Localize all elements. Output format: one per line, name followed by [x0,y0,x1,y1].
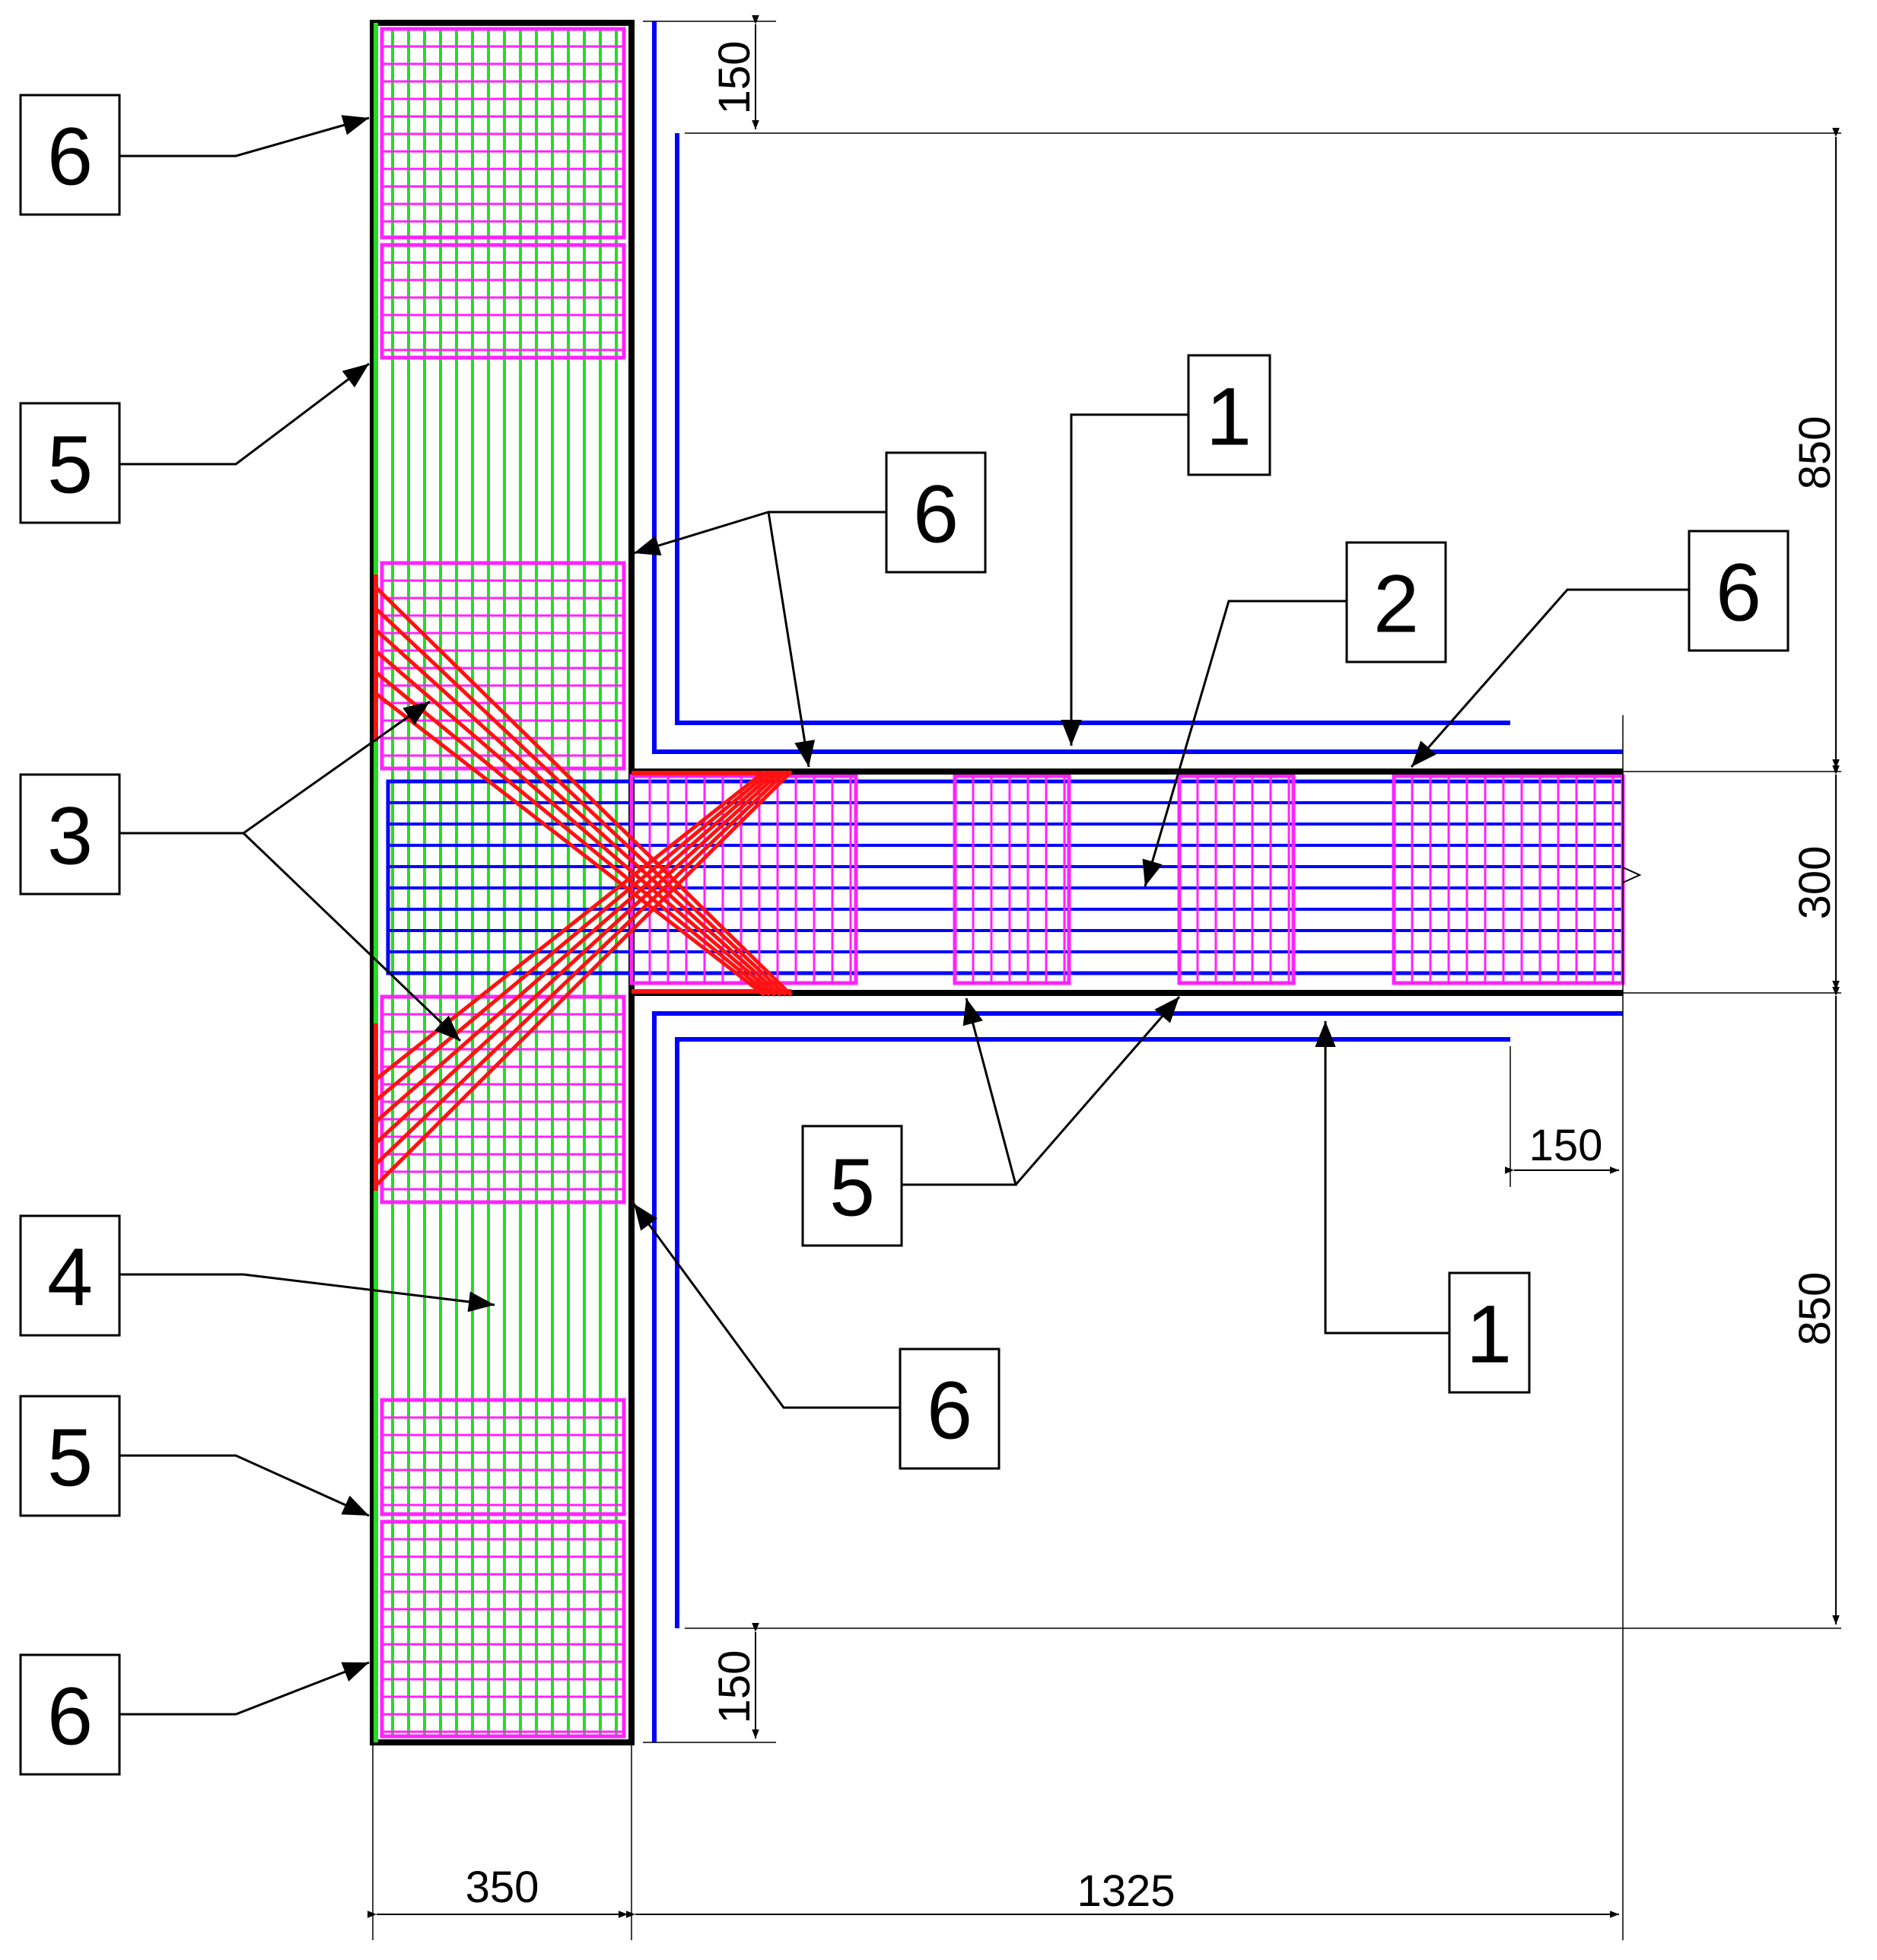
dim-right-upper-850: 850 [1790,416,1840,490]
svg-text:3: 3 [47,790,93,882]
callout-5-lower-left: 5 [19,1395,121,1517]
diagonal-bar [373,770,777,1125]
svg-text:5: 5 [47,1411,93,1503]
diagonal-bar [373,691,766,997]
wall-stirrup-zone [380,1519,626,1739]
callout-6-right: 6 [1688,530,1790,652]
wall-stirrup-zone [380,243,626,360]
wall-stirrup-zone [380,1398,626,1516]
lower-l-bar-outer [652,1011,1623,1742]
diagonal-bar [373,770,787,1167]
dim-beam-end-150: 150 [1529,1121,1603,1170]
svg-text:2: 2 [1373,558,1419,650]
anchored-bars [652,21,1623,1742]
wall-column [370,20,635,1745]
svg-text:1: 1 [1206,371,1252,463]
svg-text:6: 6 [47,110,93,202]
callout-2: 2 [1345,541,1447,663]
callout-4: 4 [19,1214,121,1337]
dim-beam-length-1325: 1325 [1077,1866,1175,1916]
wall-stirrup-zone [380,561,626,771]
diagonal-bar [373,606,787,997]
upper-l-bar-inner [675,133,1510,725]
dim-top-150: 150 [710,41,759,115]
svg-text:1: 1 [1466,1288,1512,1380]
svg-text:4: 4 [47,1231,93,1323]
callout-5-upper-left: 5 [19,402,121,524]
callout-6-center: 6 [885,451,987,574]
callout-5-bottom-mid: 5 [801,1125,903,1247]
dim-wall-width-350: 350 [466,1863,539,1912]
diagonal-bar [373,584,793,997]
svg-text:6: 6 [927,1364,972,1456]
diagonal-bar [373,770,793,1188]
callout-6-top-left: 6 [19,94,121,216]
callout-1-bottom: 1 [1448,1271,1531,1394]
callout-3: 3 [19,773,121,896]
dim-right-lower-850: 850 [1790,1272,1840,1346]
wall-vertical-bars [391,29,618,1736]
beam-end-break [1622,867,1642,883]
callout-6-bottom-mid: 6 [899,1348,1001,1470]
svg-text:6: 6 [47,1670,93,1762]
dim-bottom-150: 150 [710,1650,759,1724]
callout-1-top: 1 [1187,354,1271,476]
wall-stirrup-zones [380,27,626,1739]
svg-text:5: 5 [47,418,93,511]
diagonal-bar [373,770,782,1146]
beam [386,768,1642,996]
beam-stirrup-zone [953,774,1071,985]
diagonal-bar [373,670,771,997]
diagonal-bar [373,770,771,1103]
svg-text:5: 5 [829,1141,875,1233]
leader-lines [120,115,1689,1716]
upper-l-bar-outer [652,21,1623,754]
svg-text:6: 6 [913,468,959,560]
diagonal-bar [373,627,782,997]
beam-stirrup-zone [1177,774,1296,985]
dimensions: 150 150 850 300 850 150 350 1325 [367,15,1841,1940]
svg-text:6: 6 [1716,546,1761,638]
callout-6-bottom-left: 6 [19,1653,121,1776]
dim-right-300: 300 [1790,846,1840,920]
diagonal-bar [373,648,777,997]
lower-l-bar-inner [675,1037,1510,1628]
